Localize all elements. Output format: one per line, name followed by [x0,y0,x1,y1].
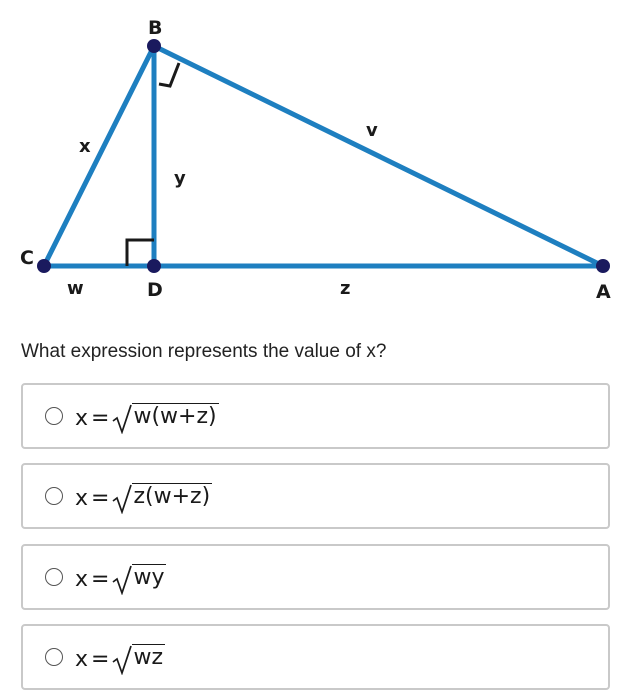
radio-button[interactable] [45,487,63,505]
side-cb [41,43,157,269]
square-root-icon [112,404,133,434]
vertex-label-d: D [147,279,163,301]
square-root-icon [112,565,133,595]
answer-expression: x = w(w+z) [75,399,219,437]
answer-expression: x = z(w+z) [75,479,213,517]
side-label-z: z [340,278,350,299]
equals-sign: = [91,485,110,511]
expression-lhs: x [75,566,89,592]
radicand: wy [132,564,167,590]
radio-button[interactable] [45,407,63,425]
expression-lhs: x [75,646,89,672]
answer-expression: x = wz [75,640,166,678]
answer-expression: x = wy [75,560,167,598]
question-text: What expression represents the value of … [21,341,387,362]
radicand: w(w+z) [132,403,219,429]
expression-lhs: x [75,485,89,511]
side-label-v: v [366,120,378,141]
side-label-x: x [79,136,91,157]
equals-sign: = [91,405,110,431]
side-label-w: w [67,278,84,299]
right-angle-marker-d [125,238,154,266]
radicand: z(w+z) [132,483,213,509]
vertex-label-a: A [596,281,611,303]
point-c [37,259,51,273]
square-root-icon [112,484,133,514]
point-d [147,259,161,273]
vertex-label-c: C [20,247,34,269]
side-label-y: y [174,168,186,189]
equals-sign: = [91,566,110,592]
point-a [596,259,610,273]
answer-choice-3[interactable]: x = wy [21,544,610,610]
expression-lhs: x [75,405,89,431]
radio-button[interactable] [45,568,63,586]
square-root-icon [112,645,133,675]
radicand: wz [132,644,166,670]
triangle-diagram: B C D A x y v w z [20,17,611,303]
answer-choice-1[interactable]: x = w(w+z) [21,383,610,449]
equals-sign: = [91,646,110,672]
answer-choice-2[interactable]: x = z(w+z) [21,463,610,529]
radio-button[interactable] [45,648,63,666]
right-angle-marker-b [158,62,181,88]
point-b [147,39,161,53]
side-ba [151,43,606,269]
answer-choice-4[interactable]: x = wz [21,624,610,690]
vertex-label-b: B [148,17,162,39]
